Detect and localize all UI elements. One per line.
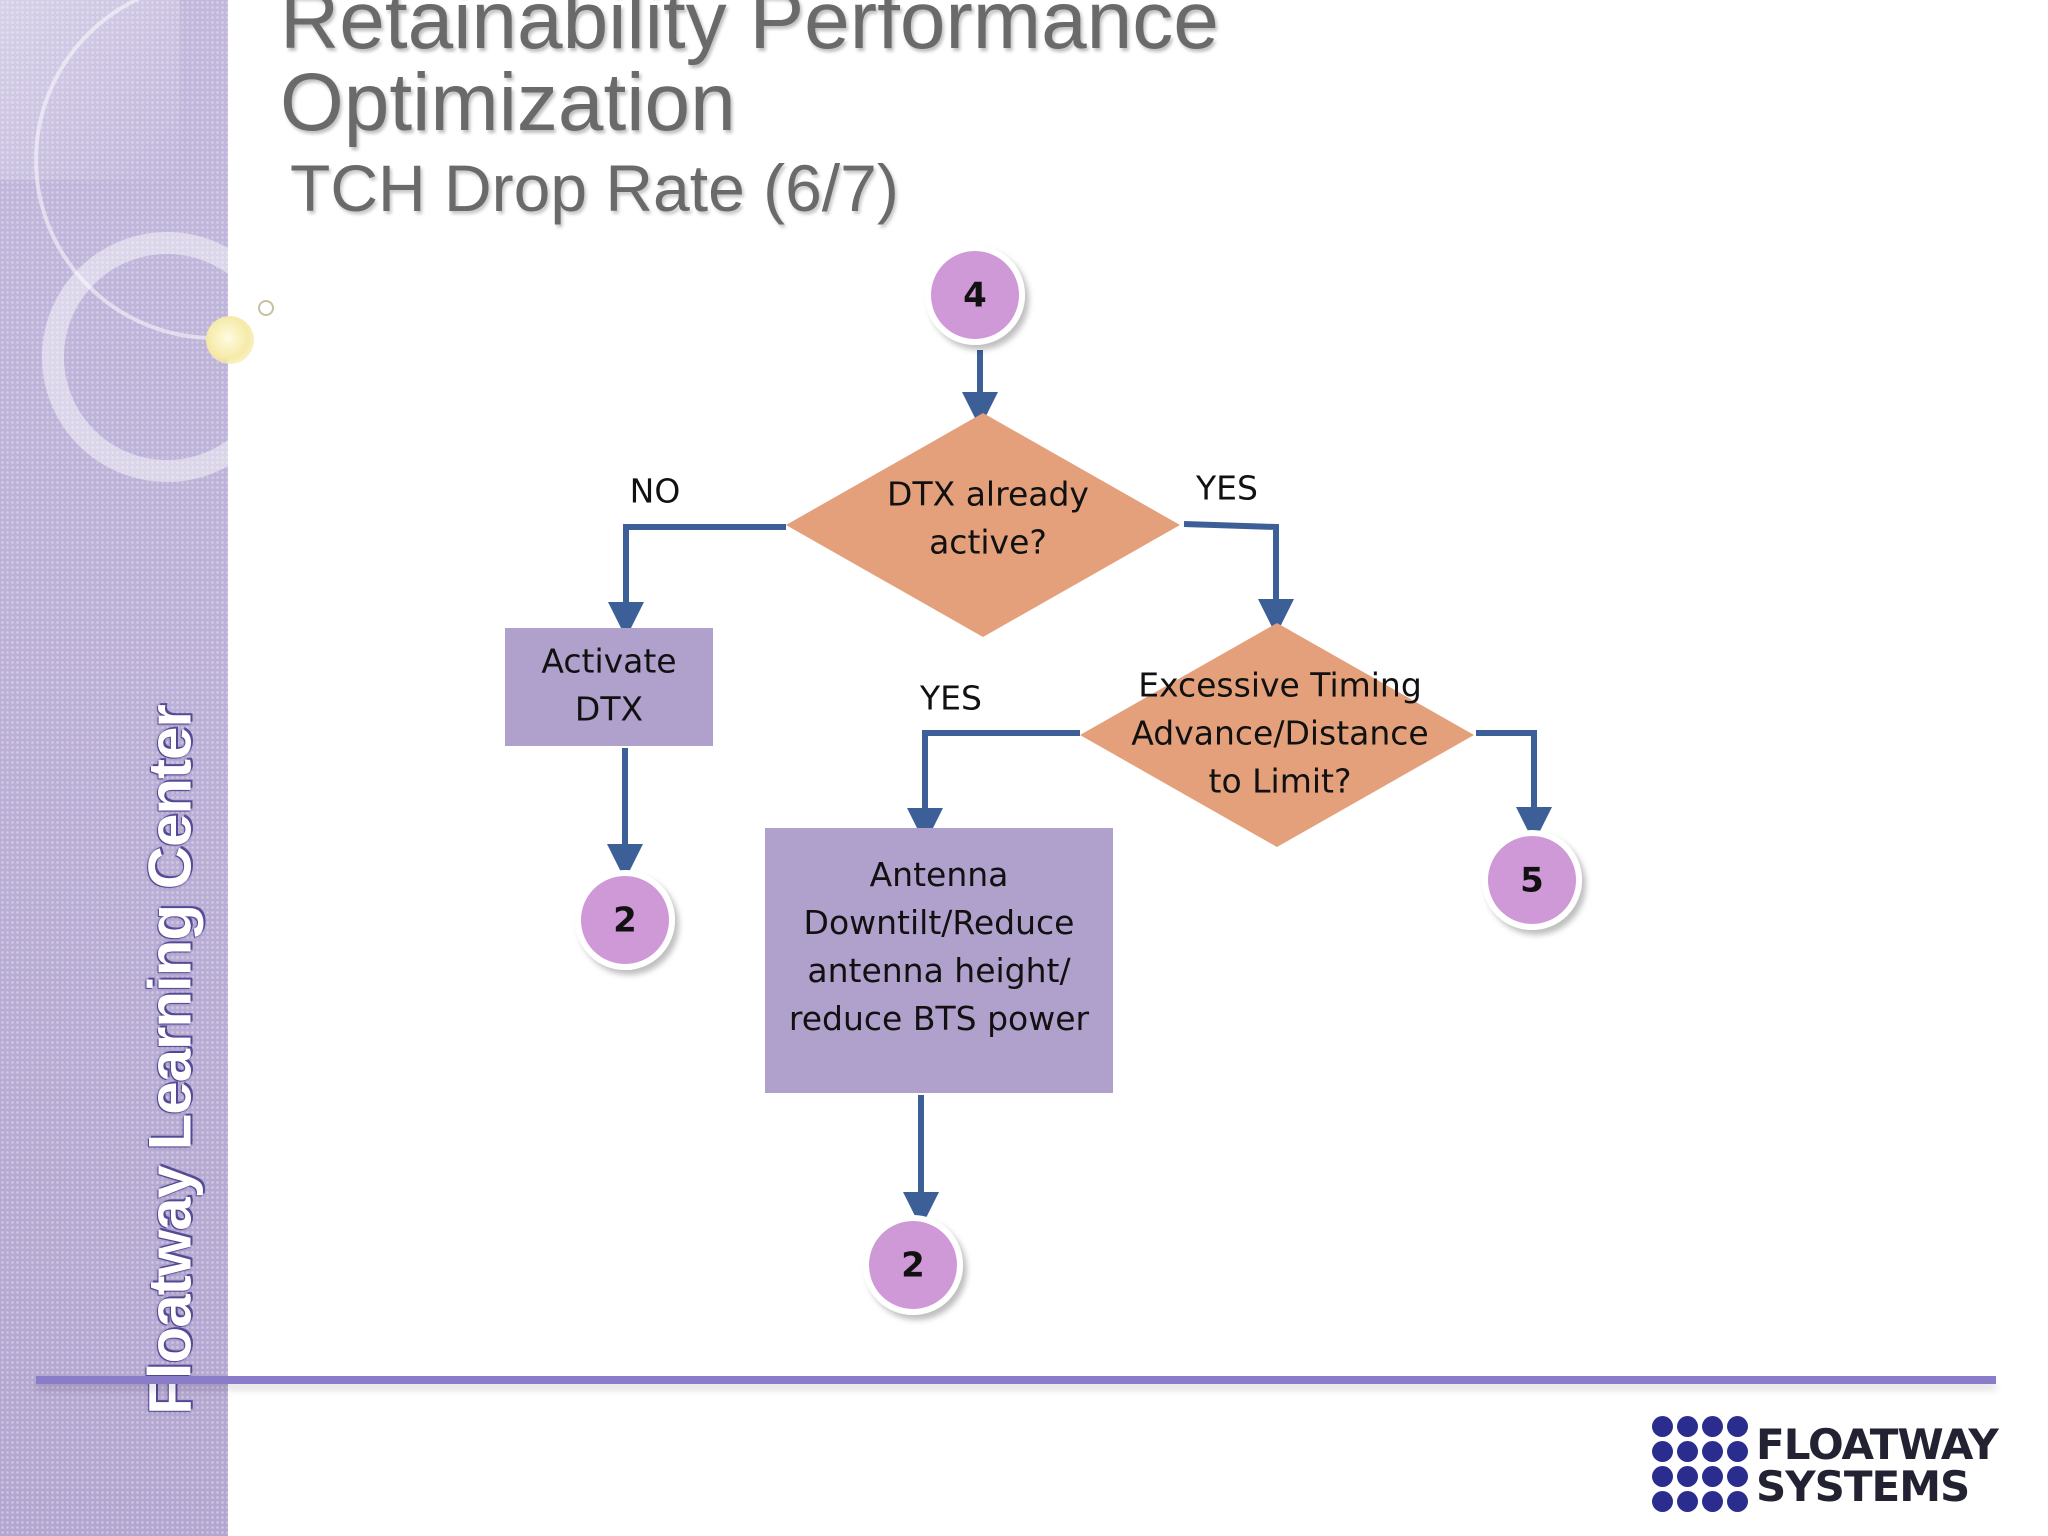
process-p2 xyxy=(765,828,1113,1093)
decision-d2 xyxy=(1080,623,1474,847)
connector-c2a xyxy=(575,870,675,970)
slide-subtitle: TCH Drop Rate (6/7) xyxy=(290,151,899,225)
decorative-glow-dot xyxy=(206,316,254,364)
logo-word-line-1: FLOATWAY xyxy=(1756,1420,1999,1469)
logo-word-line-2: SYSTEMS xyxy=(1756,1462,1970,1511)
decision-d1-line-2: active? xyxy=(929,523,1047,562)
edge-d2-p2 xyxy=(907,730,1080,844)
decision-d2-line-3: to Limit? xyxy=(1209,762,1352,801)
edge-d1-p1 xyxy=(608,524,786,638)
title-line-2: Optimization xyxy=(280,57,736,148)
edge-label-d1-p1: NO xyxy=(630,472,681,511)
connector-label-c2b: 2 xyxy=(901,1246,925,1286)
logo-dots-icon xyxy=(1652,1416,1748,1512)
process-p2-line-3: antenna height/ xyxy=(807,951,1071,990)
process-p1-line-1: Activate xyxy=(541,642,676,681)
edge-label-d2-p2: YES xyxy=(919,679,982,718)
process-p2-line-4: reduce BTS power xyxy=(789,999,1090,1038)
connector-label-c2a: 2 xyxy=(613,901,637,941)
floatway-logo: FLOATWAY SYSTEMS xyxy=(1652,1416,1999,1512)
edge-d2-c5 xyxy=(1476,730,1552,843)
connector-c5 xyxy=(1482,830,1582,930)
process-p2-line-1: Antenna xyxy=(870,855,1009,894)
decision-d2-line-1: Excessive Timing xyxy=(1138,666,1422,705)
edge-label-d1-d2: YES xyxy=(1195,469,1258,508)
decision-d1 xyxy=(786,413,1180,637)
connector-c4 xyxy=(925,245,1025,345)
sidebar-decoration: Floatway Learning Center xyxy=(0,0,394,1536)
edge-d1-d2 xyxy=(1183,521,1294,635)
connector-label-c5: 5 xyxy=(1520,861,1544,901)
process-p1-line-2: DTX xyxy=(575,690,643,729)
connector-label-c4: 4 xyxy=(963,276,987,316)
edges-layer: NO YES YES xyxy=(607,350,1552,1228)
process-p2-line-2: Downtilt/Reduce xyxy=(804,903,1075,942)
decision-d2-line-2: Advance/Distance xyxy=(1131,714,1428,753)
slide-title: Retainability Performance Optimization xyxy=(280,0,1219,144)
connector-c2b xyxy=(863,1215,963,1315)
process-p1 xyxy=(505,628,713,746)
title-line-1: Retainability Performance xyxy=(280,0,1219,66)
footer-divider xyxy=(36,1376,1996,1384)
decorative-small-ring xyxy=(258,300,274,316)
decision-d1-line-1: DTX already xyxy=(887,475,1089,514)
